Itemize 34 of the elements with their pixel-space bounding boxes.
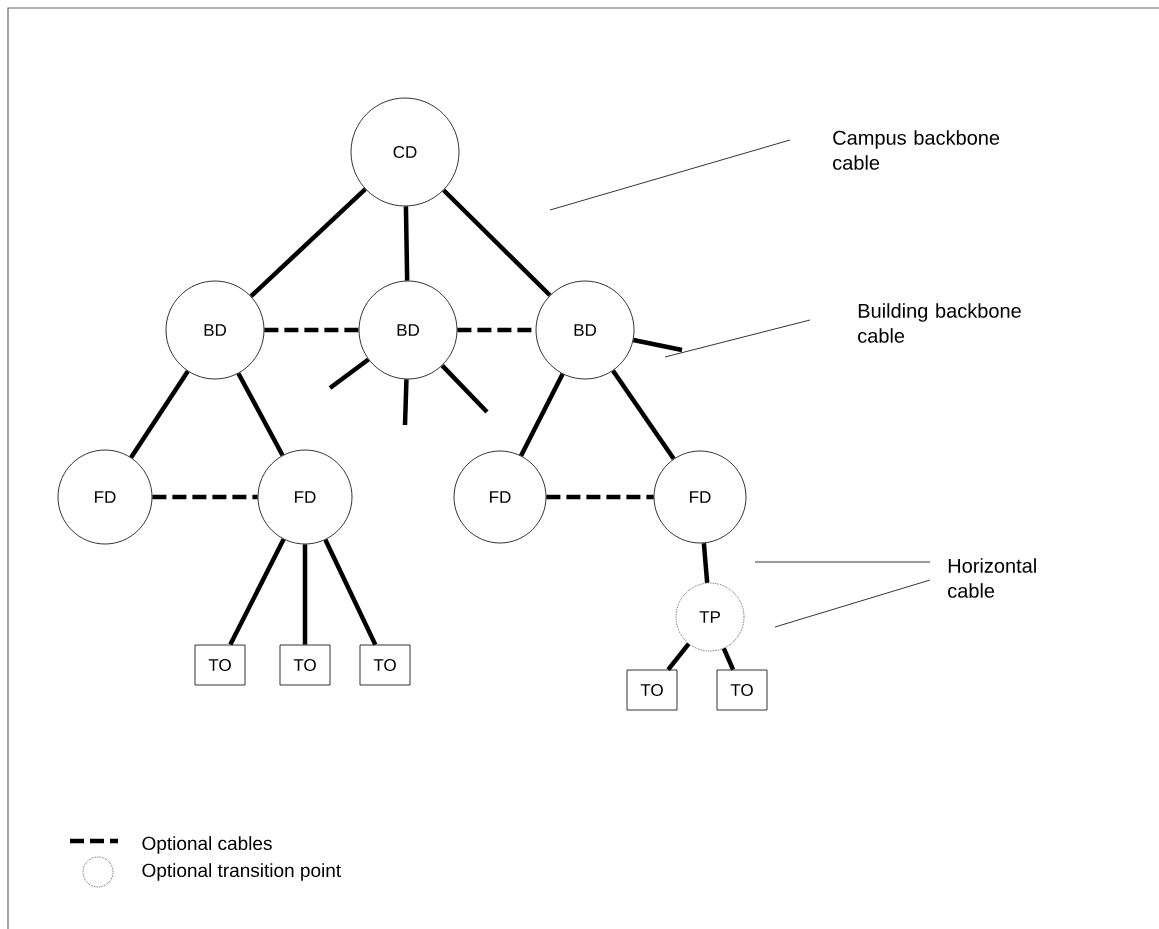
cable bbox=[442, 188, 552, 297]
cable bbox=[328, 357, 370, 390]
cable bbox=[519, 373, 565, 457]
cable bbox=[666, 642, 691, 671]
optional-cable bbox=[546, 494, 654, 500]
outlet-box: TO bbox=[716, 669, 768, 711]
cable bbox=[721, 647, 736, 671]
cable bbox=[323, 538, 378, 646]
leader-line bbox=[774, 579, 931, 628]
cable bbox=[302, 544, 308, 645]
outlet-box: TO bbox=[626, 669, 678, 711]
legend-text: Optional cables bbox=[142, 836, 272, 854]
cable bbox=[440, 364, 489, 414]
cable bbox=[611, 369, 676, 461]
outlet-box: TO bbox=[194, 644, 246, 686]
optional-cable bbox=[152, 494, 258, 500]
cable bbox=[632, 337, 683, 353]
cable bbox=[402, 379, 409, 426]
cable-label: Building backbone cable bbox=[858, 303, 1021, 343]
cable bbox=[236, 372, 285, 457]
cable-label: Horizontal cable bbox=[948, 558, 1036, 598]
leader-line bbox=[549, 139, 791, 211]
cable bbox=[701, 543, 710, 583]
outlet-box: TO bbox=[359, 644, 411, 686]
legend-text: Optional transition point bbox=[142, 863, 341, 881]
cable-label: Campus backbone cable bbox=[833, 130, 1000, 170]
cable bbox=[249, 187, 367, 298]
cable bbox=[129, 370, 190, 459]
cable bbox=[403, 206, 410, 281]
outlet-box: TO bbox=[279, 644, 331, 686]
cable bbox=[228, 538, 286, 646]
leader-line bbox=[664, 319, 811, 358]
leader-line bbox=[754, 561, 931, 563]
optional-cable bbox=[264, 327, 359, 333]
